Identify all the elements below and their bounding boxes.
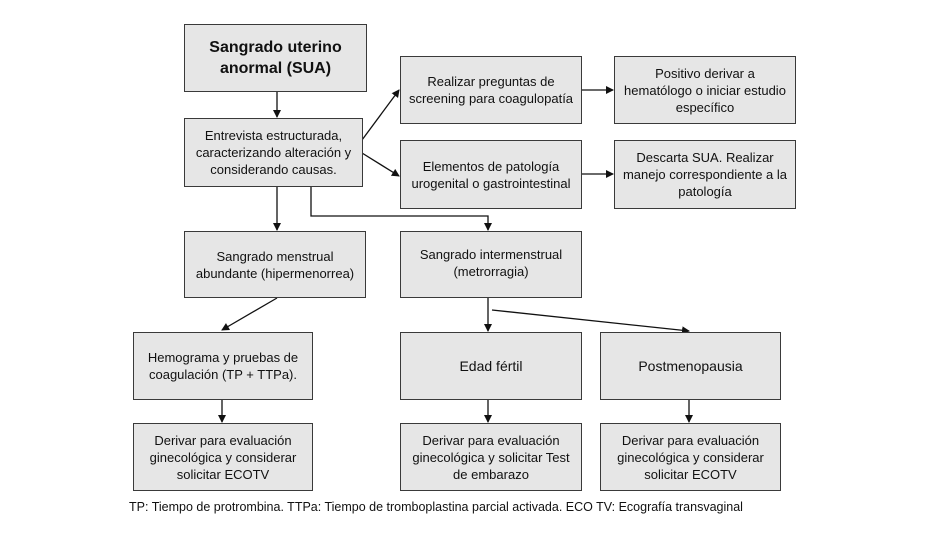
- node-sua: Sangrado uterino anormal (SUA): [184, 24, 367, 92]
- node-edad-fertil: Edad fértil: [400, 332, 582, 400]
- arrow-entrevista-screening: [361, 89, 400, 141]
- node-hemograma: Hemograma y pruebas de coagulación (TP +…: [133, 332, 313, 400]
- node-derivar-3: Derivar para evaluación ginecológica y c…: [600, 423, 781, 491]
- node-entrevista: Entrevista estructurada, caracterizando …: [184, 118, 363, 187]
- node-postmenopausia: Postmenopausia: [600, 332, 781, 400]
- node-descarta: Descarta SUA. Realizar manejo correspond…: [614, 140, 796, 209]
- node-derivar-2: Derivar para evaluación ginecológica y s…: [400, 423, 582, 491]
- arrow-entrevista-metrorragia: [310, 187, 492, 231]
- arrow-metrorragia-postmenopausia: [491, 309, 690, 335]
- node-derivar-1: Derivar para evaluación ginecológica y c…: [133, 423, 313, 491]
- footnote: TP: Tiempo de protrombina. TTPa: Tiempo …: [129, 500, 743, 514]
- node-elementos: Elementos de patología urogenital o gast…: [400, 140, 582, 209]
- arrow-hipermenorrea-hemograma: [221, 297, 278, 331]
- node-hipermenorrea: Sangrado menstrual abundante (hipermenor…: [184, 231, 366, 298]
- node-screening: Realizar preguntas de screening para coa…: [400, 56, 582, 124]
- arrow-entrevista-elementos: [361, 152, 400, 177]
- node-positivo: Positivo derivar a hematólogo o iniciar …: [614, 56, 796, 124]
- node-metrorragia: Sangrado intermenstrual (metrorragia): [400, 231, 582, 298]
